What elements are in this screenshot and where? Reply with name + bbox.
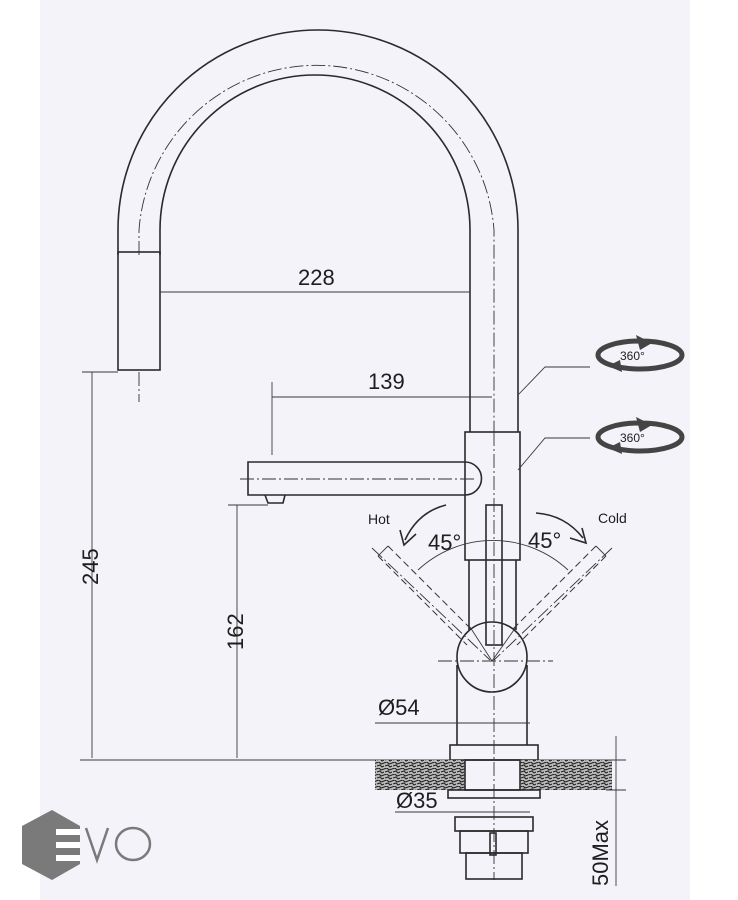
evo-logo — [22, 810, 152, 880]
spout-rotation-label: 360° — [620, 349, 645, 363]
spout-rotation-icon: 360° — [517, 335, 685, 396]
hot-label: Hot — [368, 511, 390, 527]
cold-label: Cold — [598, 510, 627, 526]
dimension-139: 139 — [271, 369, 492, 455]
cold-arrow-icon — [535, 512, 588, 545]
dimension-diameter-54: Ø54 — [375, 695, 530, 724]
hot-lever — [371, 545, 491, 661]
hot-arrow-icon — [399, 504, 447, 547]
side-spout — [240, 461, 483, 504]
body-rotation-icon: 360° — [517, 417, 685, 471]
lever-arc — [417, 540, 569, 571]
cold-lever — [493, 545, 613, 661]
body-rotation-label: 360° — [620, 431, 645, 445]
pull-out-head — [117, 251, 161, 402]
faucet-body — [438, 431, 553, 880]
countertop — [80, 759, 612, 791]
svg-text:162: 162 — [223, 613, 248, 650]
svg-text:50Max: 50Max — [588, 820, 613, 886]
dimension-50-max: 50Max — [588, 736, 626, 886]
svg-text:228: 228 — [298, 265, 335, 290]
gooseneck-spout — [117, 29, 519, 432]
svg-text:Ø35: Ø35 — [396, 788, 438, 813]
mounting-hardware — [447, 789, 541, 880]
svg-text:Ø54: Ø54 — [378, 695, 420, 720]
dimension-162: 162 — [223, 504, 268, 758]
drawing-background — [40, 0, 690, 900]
hot-angle-label: 45° — [428, 530, 461, 555]
dimension-228: 228 — [160, 265, 470, 293]
dimension-diameter-35: Ø35 — [395, 788, 530, 813]
svg-text:245: 245 — [78, 548, 103, 585]
svg-text:139: 139 — [368, 369, 405, 394]
dimension-245: 245 — [78, 371, 118, 758]
cold-angle-label: 45° — [528, 528, 561, 553]
